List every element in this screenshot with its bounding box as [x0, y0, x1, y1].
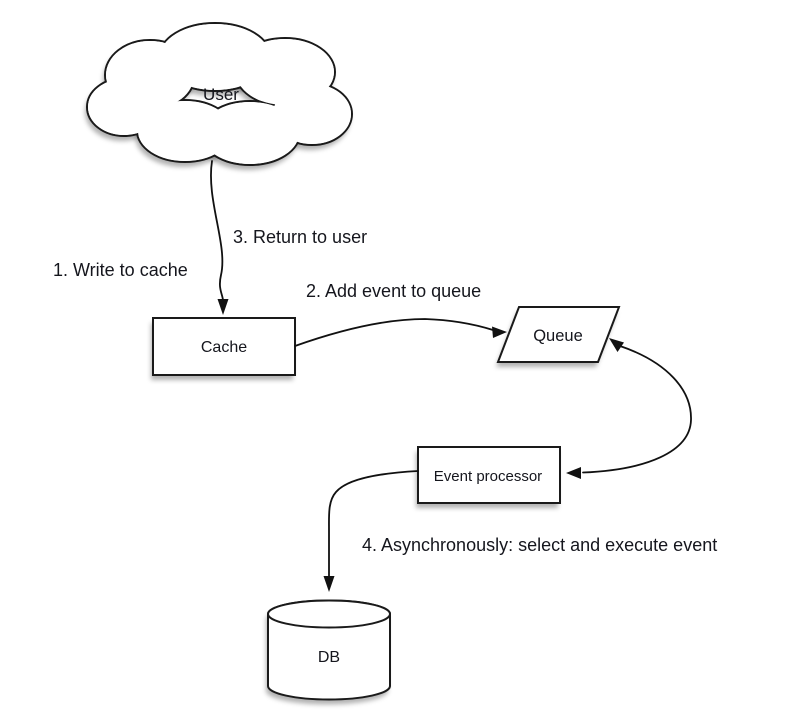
- cache-to-queue-arrow: [294, 318, 507, 347]
- event-processor-label: Event processor: [434, 468, 542, 485]
- db-label: DB: [318, 649, 340, 666]
- queue-event-processor-arrow: [566, 338, 692, 479]
- cache-box: [152, 317, 296, 376]
- queue-parallelogram: [496, 306, 621, 363]
- step4-label: 4. Asynchronously: select and execute ev…: [362, 535, 717, 555]
- queue-label: Queue: [533, 327, 583, 345]
- event-processor-box: [417, 446, 561, 504]
- user-label: User: [203, 85, 239, 104]
- event-processor-to-db-arrowhead: [323, 576, 335, 592]
- user-to-cache-arrowhead: [217, 299, 229, 315]
- queue-end-arrowhead: [609, 338, 624, 352]
- user-cloud-node: User: [86, 22, 353, 166]
- event-processor-node: Event processor: [417, 446, 561, 504]
- step2-label: 2. Add event to queue: [306, 281, 481, 301]
- step1-label: 1. Write to cache: [53, 260, 188, 280]
- queue-node: Queue: [496, 306, 621, 363]
- event-processor-end-arrowhead: [566, 467, 581, 479]
- step3-label: 3. Return to user: [233, 227, 367, 247]
- user-to-cache-arrow: [210, 160, 229, 315]
- cloud-fill: [88, 24, 351, 164]
- db-cylinder-top: [267, 599, 391, 629]
- cache-to-queue-arrowhead: [492, 326, 507, 338]
- cache-label: Cache: [201, 339, 247, 356]
- db-node: DB: [267, 599, 391, 701]
- event-processor-to-db-arrow: [323, 470, 419, 592]
- cache-node: Cache: [152, 317, 296, 376]
